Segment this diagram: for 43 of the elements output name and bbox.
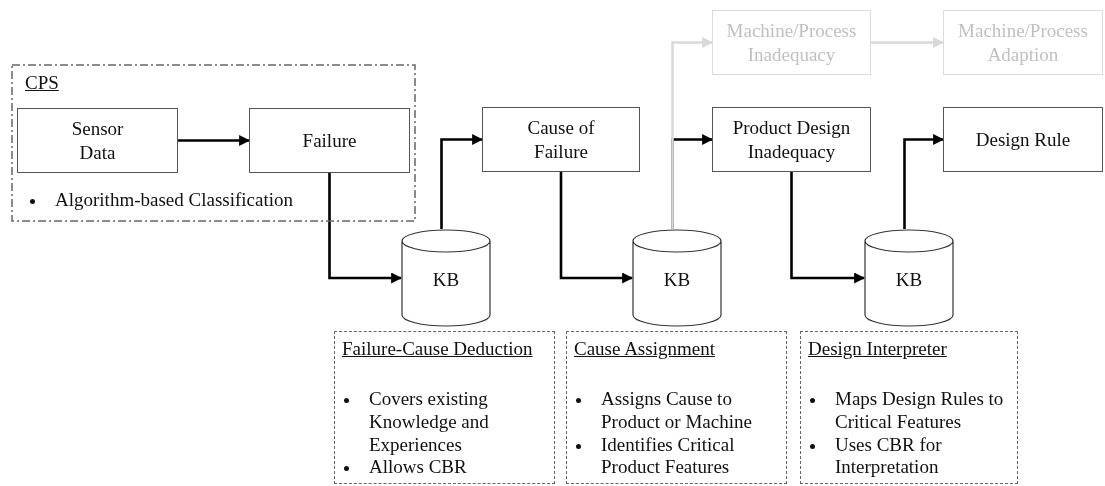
box-label: Product Design Inadequacy xyxy=(731,115,852,164)
arrow xyxy=(328,173,403,284)
database-label: KB xyxy=(662,268,692,291)
process-box xyxy=(712,10,871,75)
heading: CPS xyxy=(25,72,59,94)
arrow xyxy=(559,172,634,284)
process-box xyxy=(17,108,178,173)
box-label: Machine/Process Inadequacy xyxy=(725,18,858,67)
database-cylinder xyxy=(632,229,722,327)
database-cylinder xyxy=(401,229,491,327)
arrow xyxy=(790,172,866,284)
heading: Cause Assignment xyxy=(574,338,715,360)
arrow xyxy=(440,134,484,229)
process-box xyxy=(249,108,410,173)
arrow xyxy=(671,37,714,229)
process-box xyxy=(943,10,1103,75)
bullet-text: Uses CBR for Interpretation xyxy=(835,433,943,480)
database-label: KB xyxy=(894,268,924,291)
database-cylinder xyxy=(864,229,954,327)
box-label: Sensor Data xyxy=(70,116,125,165)
box-label: Cause of Failure xyxy=(526,115,596,164)
group-frame xyxy=(11,64,416,222)
description-panel xyxy=(566,331,787,484)
heading: Design Interpreter xyxy=(808,338,947,360)
box-label: Failure xyxy=(302,128,357,153)
arrow xyxy=(178,135,251,146)
bullet-text: Maps Design Rules to Critical Features xyxy=(835,388,1005,434)
box-label: Machine/Process Adaption xyxy=(957,18,1089,67)
heading: Failure-Cause Deduction xyxy=(342,338,533,360)
bullet-text: Identifies Critical Product Features xyxy=(601,433,736,480)
description-panel xyxy=(334,331,555,484)
process-box xyxy=(712,107,871,172)
process-box xyxy=(482,107,640,172)
bullet-text: Assigns Cause to Product or Machine xyxy=(601,388,753,434)
database-label: KB xyxy=(431,268,461,291)
bullet-text: Algorithm-based Classification xyxy=(55,189,293,212)
bullet-text: Covers existing Knowledge and Experiences xyxy=(369,388,490,457)
arrow xyxy=(871,37,945,48)
process-box xyxy=(943,107,1103,172)
box-label: Design Rule xyxy=(975,127,1071,152)
arrow xyxy=(903,134,945,229)
bullet-text: Allows CBR xyxy=(369,456,467,480)
description-panel xyxy=(800,331,1018,484)
